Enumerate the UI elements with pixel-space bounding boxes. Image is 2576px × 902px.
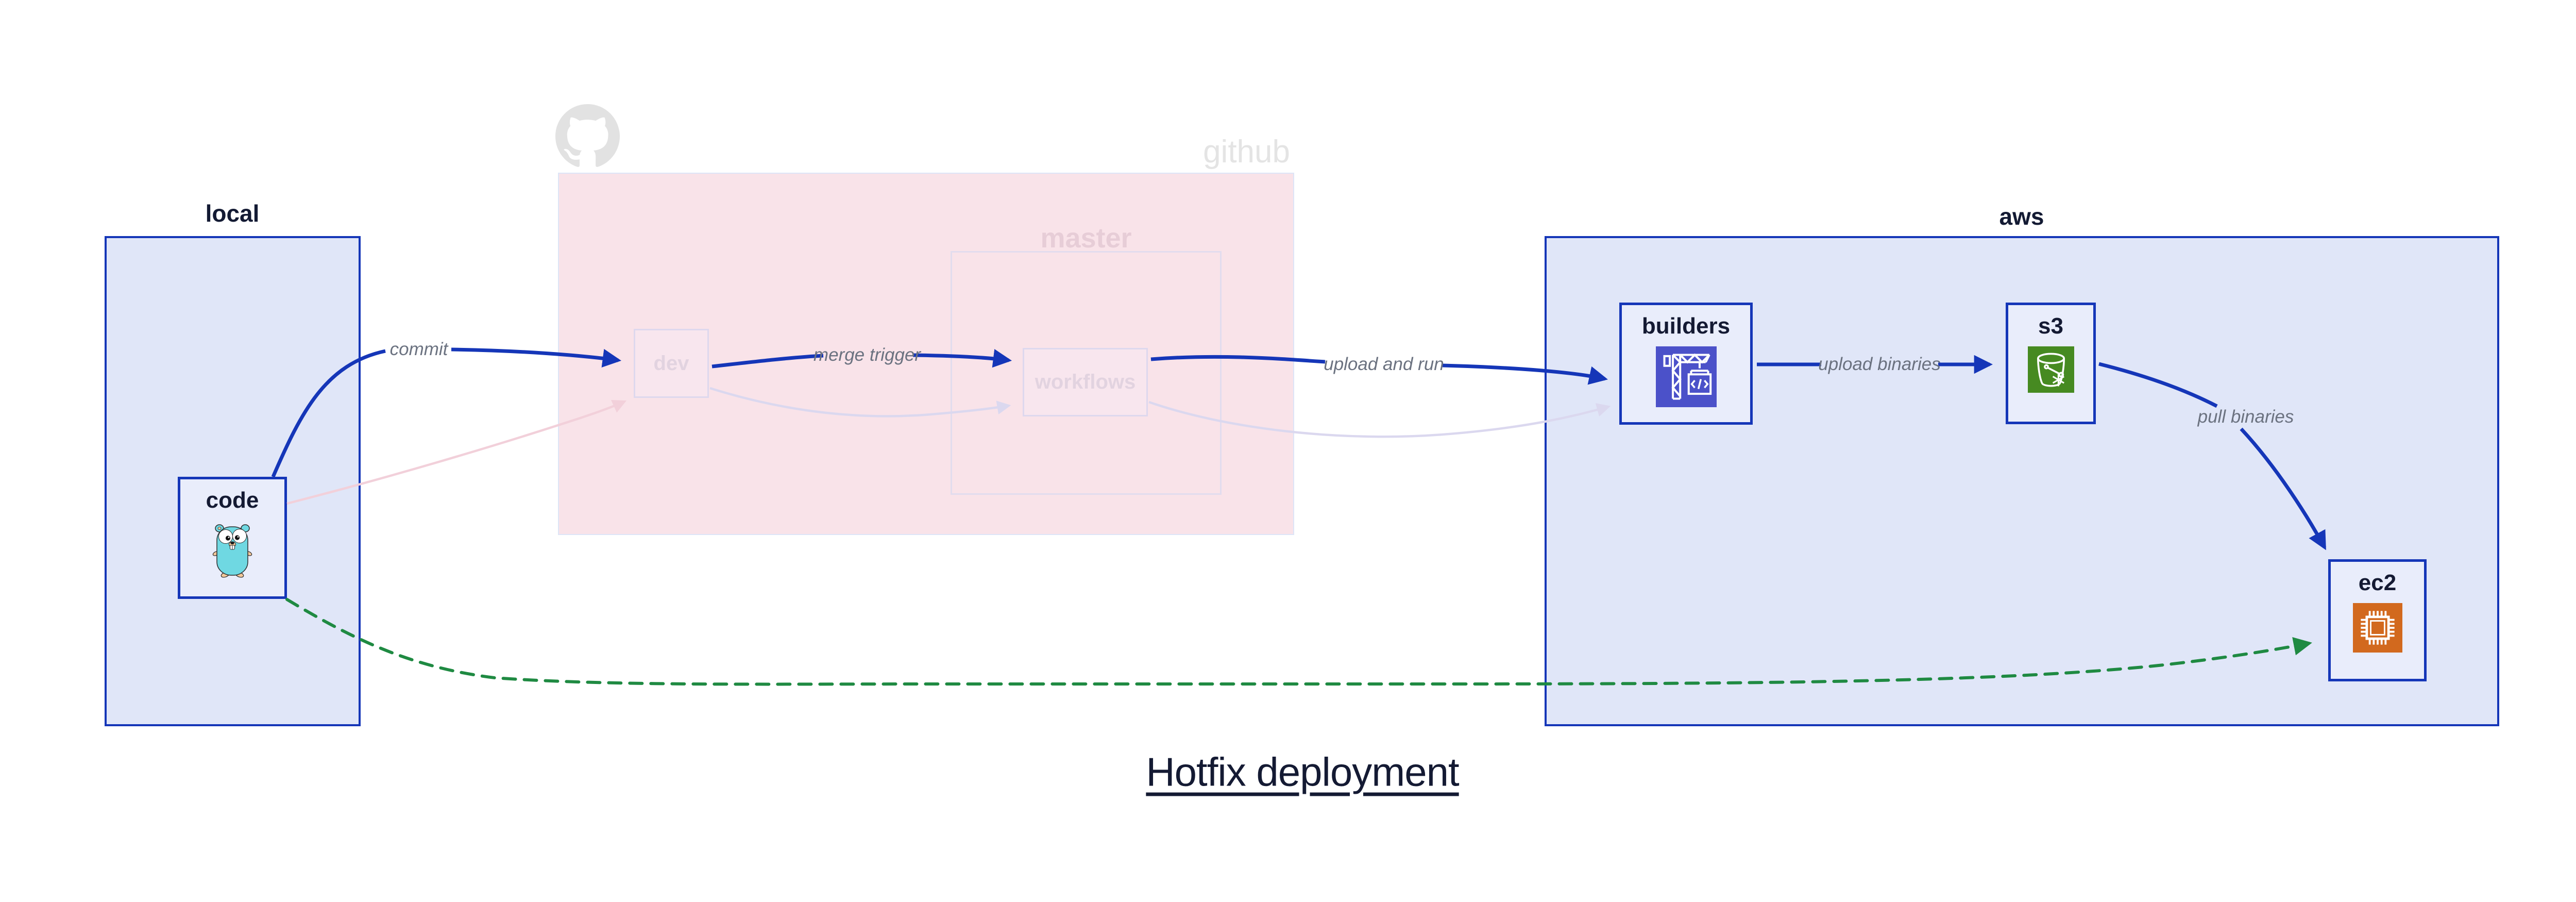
aws-container-label: aws: [1999, 203, 2044, 230]
codebuild-crane-icon: [1655, 346, 1717, 407]
node-code-label: code: [206, 488, 259, 513]
edge-label-merge-trigger: merge trigger: [813, 345, 921, 365]
edge-label-pull-binaries: pull binaries: [2197, 407, 2294, 427]
node-dev-label: dev: [653, 352, 689, 375]
node-dev: dev: [634, 329, 709, 398]
master-branch-container: [951, 251, 1222, 495]
github-octocat-icon: [555, 104, 620, 167]
edge-label-commit: commit: [389, 339, 448, 359]
ec2-chip-icon: [2352, 603, 2402, 653]
diagram-title: Hotfix deployment: [1146, 749, 1459, 795]
master-branch-label: master: [1040, 223, 1132, 254]
go-gopher-icon: [212, 521, 253, 578]
edge-label-upload-binaries: upload binaries: [1818, 354, 1941, 374]
local-container-label: local: [205, 200, 260, 227]
node-s3: s3: [2006, 303, 2096, 424]
node-builders-label: builders: [1641, 313, 1731, 339]
node-ec2-label: ec2: [2358, 570, 2397, 595]
node-builders: builders: [1619, 303, 1753, 425]
github-container-label: github: [1203, 134, 1290, 170]
node-code: code: [178, 477, 287, 599]
node-workflows: workflows: [1023, 348, 1148, 416]
node-s3-label: s3: [2038, 313, 2063, 339]
edge-label-upload-and-run: upload and run: [1324, 354, 1444, 374]
node-ec2: ec2: [2328, 559, 2427, 681]
node-workflows-label: workflows: [1035, 371, 1136, 393]
s3-glacier-bucket-icon: [2027, 346, 2074, 393]
